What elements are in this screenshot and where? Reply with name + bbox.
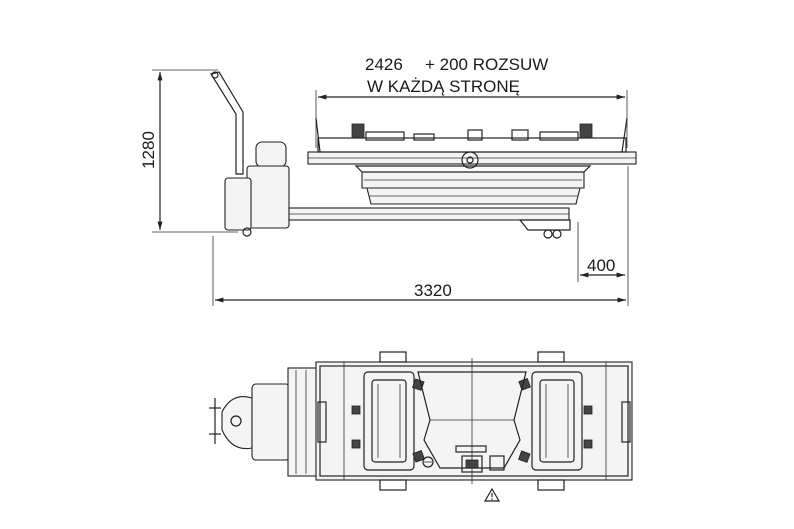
chassis-top	[315, 361, 633, 481]
tiller-head	[209, 396, 253, 450]
forks	[288, 207, 571, 239]
length-dimension: 3320	[212, 166, 629, 306]
center-plate	[417, 358, 527, 484]
extension-label-2: W KAŻDĄ STRONĘ	[367, 77, 520, 96]
drive-unit-top	[251, 367, 319, 477]
warning-triangle-icon	[483, 487, 501, 502]
side-rails	[317, 401, 631, 443]
top-frame	[307, 117, 637, 169]
top-view	[209, 351, 633, 502]
overhang-dimension: 400	[577, 222, 625, 282]
rotary-table	[354, 165, 592, 205]
width-label: 2426	[365, 55, 403, 74]
right-cradle	[518, 351, 593, 491]
overhang-label: 400	[587, 256, 615, 275]
height-label: 1280	[139, 131, 158, 169]
height-dimension: 1280	[139, 69, 238, 233]
length-label: 3320	[414, 281, 452, 300]
left-cradle	[351, 351, 425, 491]
side-view: 1280 2426 + 200 ROZSUW W KAŻDĄ STRONĘ	[139, 55, 637, 306]
tiller-handle	[210, 71, 244, 175]
extension-label-1: + 200 ROZSUW	[425, 55, 548, 74]
drive-unit	[224, 141, 290, 237]
